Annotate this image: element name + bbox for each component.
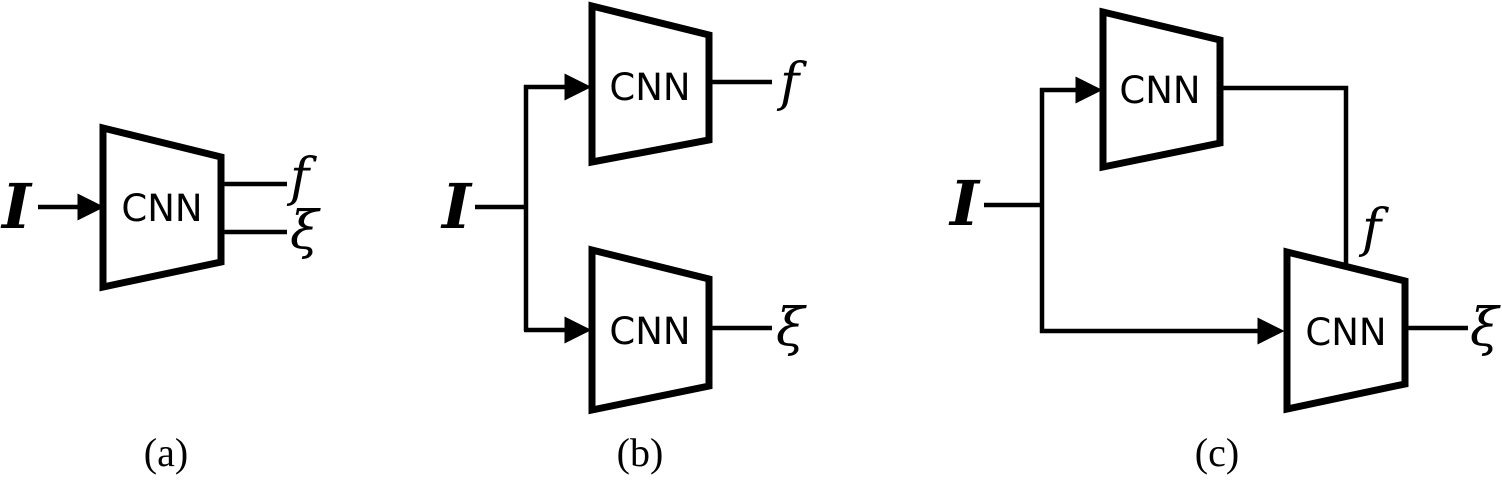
panel-b-xi-label: ξ: [776, 298, 807, 358]
panel-a-cnn-label: CNN: [121, 187, 202, 230]
panel-b-top-cnn-block: [588, 1, 713, 167]
panel-b-f-label: f: [776, 53, 807, 113]
panel-c-bottom-cnn-block: [1283, 247, 1409, 414]
panel-a-f-label: f: [286, 148, 317, 208]
panel-a-caption: (a): [144, 430, 188, 475]
panel-b-top-cnn-label: CNN: [609, 66, 690, 109]
panel-a: I CNN f ξ (a): [0, 123, 321, 475]
panel-c-f-label: f: [1358, 199, 1389, 259]
panel-b-input-label: I: [440, 170, 473, 243]
panel-c-f-connector: [1220, 85, 1349, 268]
panel-b-caption: (b): [617, 430, 664, 475]
panel-c-caption: (c): [1195, 430, 1239, 475]
panel-b-bottom-cnn-block: [588, 245, 713, 415]
panel-a-input-label: I: [0, 170, 33, 243]
panel-c-top-cnn-label: CNN: [1119, 69, 1200, 112]
panel-a-cnn-block: [99, 123, 225, 292]
panel-c-input-label: I: [948, 167, 981, 240]
panel-b: I CNN f CNN ξ (b): [440, 1, 807, 475]
panel-c: I CNN f CNN ξ (c): [948, 7, 1501, 475]
panel-b-bottom-cnn-label: CNN: [609, 310, 690, 353]
panel-c-xi-label: ξ: [1470, 298, 1501, 358]
panel-a-xi-label: ξ: [290, 201, 321, 261]
panel-c-top-cnn-block: [1099, 7, 1224, 172]
panel-c-bottom-cnn-label: CNN: [1305, 311, 1386, 354]
